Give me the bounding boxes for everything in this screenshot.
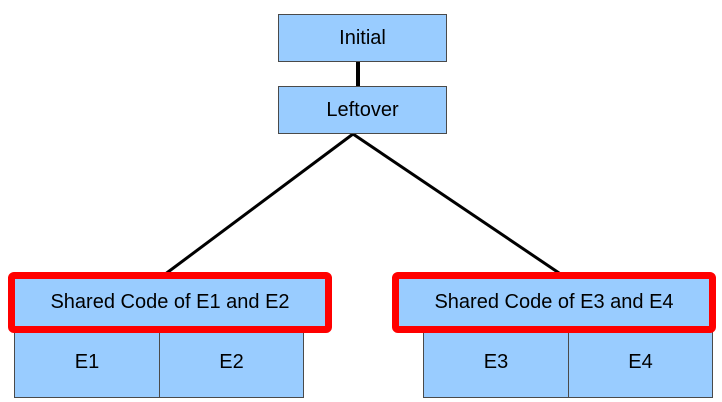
shared-code-right-node: Shared Code of E3 and E4	[392, 272, 716, 333]
e3-node: E3	[423, 326, 569, 398]
connector-leftover-shared-right	[352, 132, 563, 277]
initial-node: Initial	[278, 14, 447, 62]
e2-node: E2	[159, 326, 304, 398]
connector-leftover-shared-left	[163, 132, 354, 277]
shared-code-left-node: Shared Code of E1 and E2	[8, 272, 332, 333]
leftover-node: Leftover	[278, 86, 447, 134]
e1-node: E1	[14, 326, 160, 398]
e4-node: E4	[568, 326, 713, 398]
